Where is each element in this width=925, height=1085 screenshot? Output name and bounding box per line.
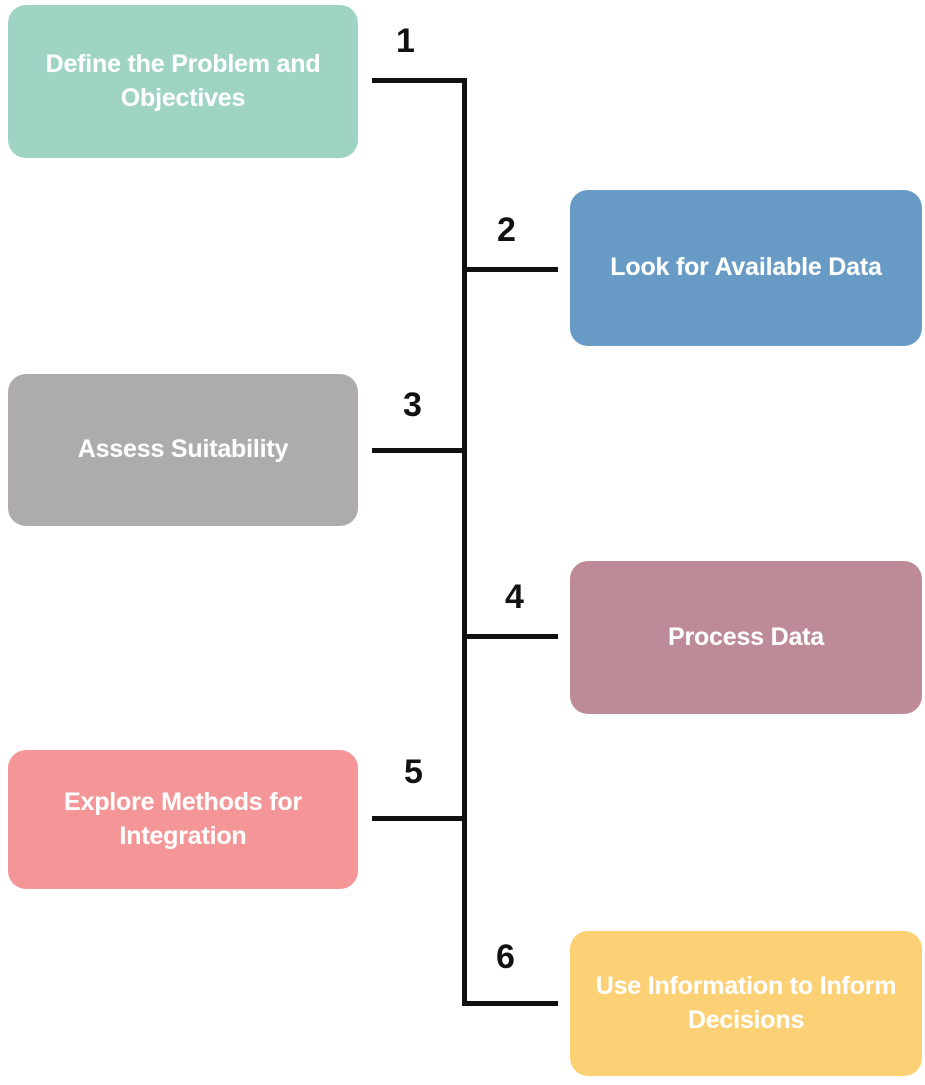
connector-step-3	[372, 448, 467, 453]
step-box-5[interactable]: Explore Methods for Integration	[8, 750, 358, 889]
timeline-spine	[462, 78, 467, 1006]
step-number-2: 2	[497, 211, 516, 249]
step-number-5: 5	[404, 753, 423, 791]
step-box-2-label: Look for Available Data	[610, 253, 882, 282]
step-box-3-label: Assess Suitability	[77, 435, 289, 464]
connector-step-1	[372, 78, 467, 83]
step-number-4: 4	[505, 578, 524, 616]
step-box-4[interactable]: Process Data	[570, 561, 922, 714]
step-box-3[interactable]: Assess Suitability	[8, 374, 358, 526]
step-number-3: 3	[403, 386, 422, 424]
step-box-2[interactable]: Look for Available Data	[570, 190, 922, 346]
step-box-5-label: Explore Methods for Integration	[64, 787, 302, 850]
step-box-1-label: Define the Problem and Objectives	[45, 49, 321, 112]
connector-step-5	[372, 816, 467, 821]
step-number-6: 6	[496, 938, 515, 976]
step-box-1[interactable]: Define the Problem and Objectives	[8, 5, 358, 158]
step-box-6-label: Use Information to Inform Decisions	[595, 971, 897, 1034]
connector-step-6	[462, 1001, 558, 1006]
connector-step-4	[462, 634, 558, 639]
step-number-1: 1	[396, 22, 415, 60]
connector-step-2	[462, 267, 558, 272]
step-box-6[interactable]: Use Information to Inform Decisions	[570, 931, 922, 1076]
step-box-4-label: Process Data	[667, 622, 825, 651]
